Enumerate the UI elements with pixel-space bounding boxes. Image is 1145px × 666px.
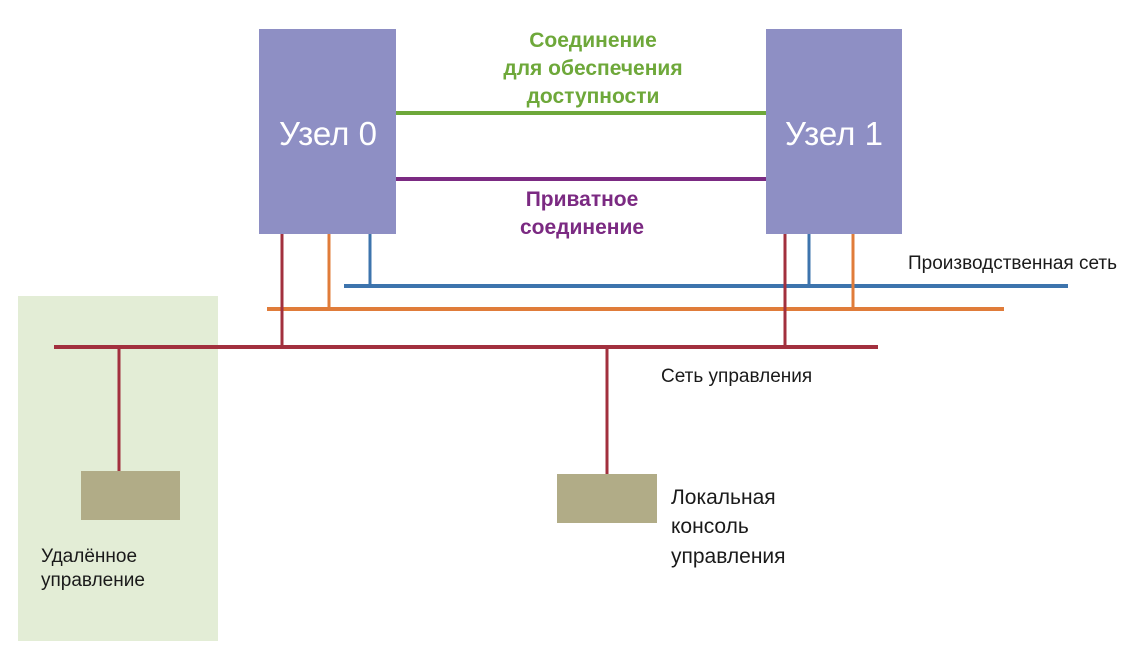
node-0-box	[259, 29, 396, 234]
availability-link-label-line-3: доступности	[527, 85, 660, 108]
remote-console-box	[81, 471, 180, 520]
node-1-box	[766, 29, 902, 234]
availability-link-label-line-2: для обеспечения	[503, 57, 682, 80]
node-1-title: Узел 1	[785, 115, 883, 152]
remote-management-label-line-2: управление	[41, 570, 145, 591]
availability-link-label-line-1: Соединение	[529, 29, 657, 52]
private-link-label-line-1: Приватное	[526, 188, 639, 211]
node-0-title: Узел 0	[279, 115, 377, 152]
private-link-label-line-2: соединение	[520, 216, 644, 239]
production-network-label: Производственная сеть	[908, 253, 1117, 274]
local-console-label-line-3: управления	[671, 545, 786, 568]
local-console-label-line-2: консоль	[671, 515, 749, 538]
local-console-label-line-1: Локальная	[671, 486, 776, 509]
local-console-box	[557, 474, 657, 523]
management-network-label: Сеть управления	[661, 366, 812, 387]
remote-management-label-line-1: Удалённое	[41, 546, 137, 567]
